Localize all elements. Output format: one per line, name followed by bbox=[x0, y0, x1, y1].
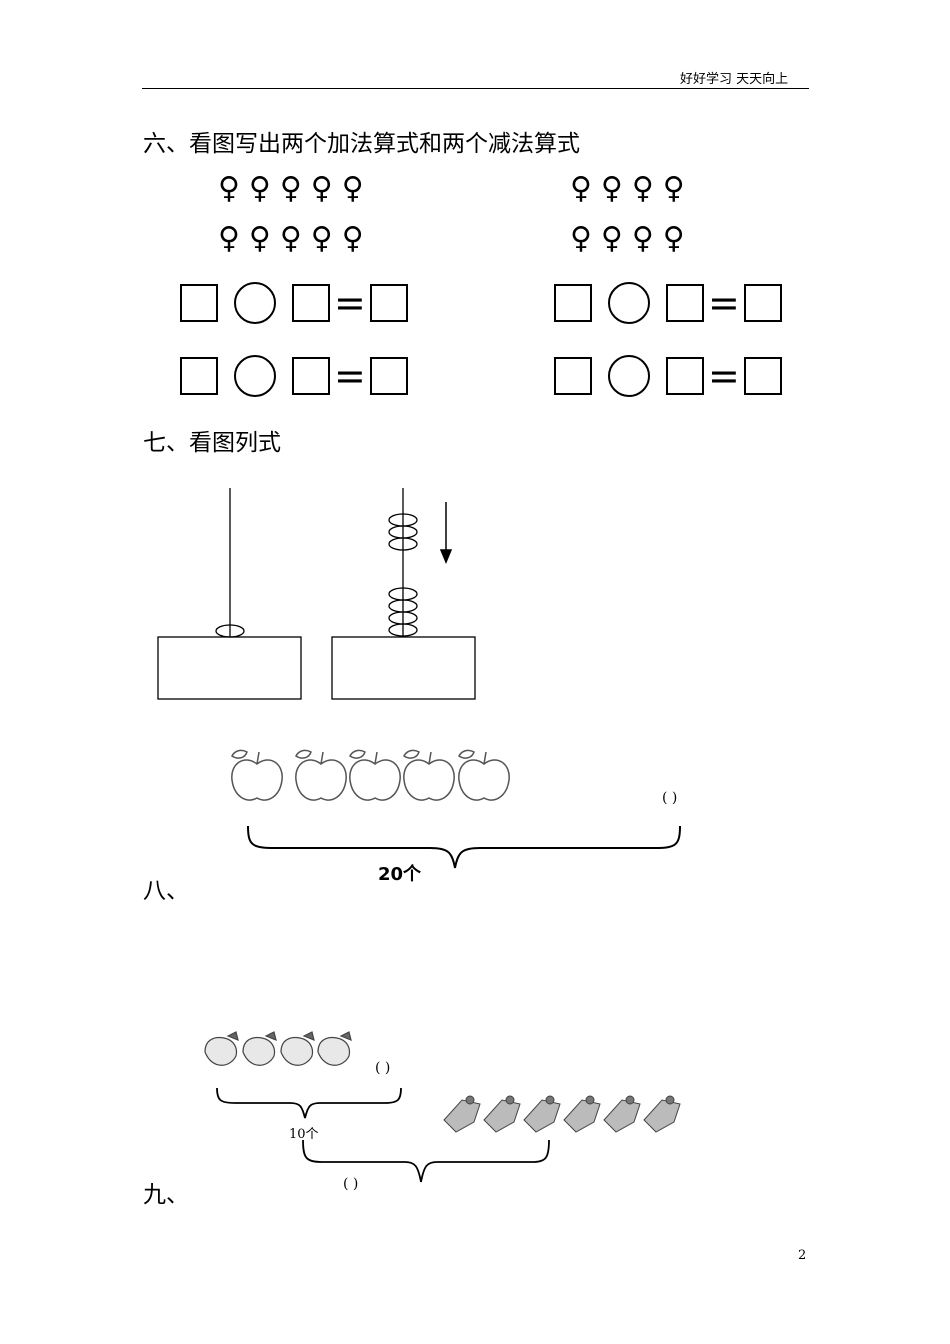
right-symbols-row-2: ♀♀♀♀ bbox=[570, 221, 694, 256]
equation-row-right-1: = bbox=[554, 281, 782, 325]
answer-box[interactable] bbox=[666, 357, 704, 395]
brace-total bbox=[302, 1139, 550, 1183]
grape-icon bbox=[523, 1095, 561, 1133]
abacus-right bbox=[331, 488, 476, 700]
answer-box[interactable] bbox=[666, 284, 704, 322]
grape-icon bbox=[483, 1095, 521, 1133]
brace-strawberries bbox=[216, 1087, 402, 1119]
apple-icon bbox=[403, 749, 455, 801]
apple-icon bbox=[349, 749, 401, 801]
section-seven-title: 七、看图列式 bbox=[143, 430, 281, 456]
left-symbols-row-1: ♀♀♀♀♀ bbox=[218, 171, 373, 206]
apple-icon bbox=[295, 749, 347, 801]
operator-circle[interactable] bbox=[608, 282, 650, 324]
apple-icons bbox=[231, 749, 510, 801]
strawberry-icon bbox=[242, 1031, 277, 1066]
page-header-text: 好好学习 天天向上 bbox=[680, 72, 789, 87]
answer-blank[interactable]: ( ) bbox=[375, 1060, 391, 1076]
equals-sign: = bbox=[708, 281, 740, 325]
apple-icon bbox=[458, 749, 510, 801]
left-symbols-row-2: ♀♀♀♀♀ bbox=[218, 221, 373, 256]
equals-sign: = bbox=[334, 354, 366, 398]
answer-box[interactable] bbox=[180, 284, 218, 322]
grape-icon bbox=[563, 1095, 601, 1133]
answer-box[interactable] bbox=[554, 284, 592, 322]
apple-icon bbox=[231, 749, 283, 801]
down-arrow-icon bbox=[439, 502, 453, 564]
section-nine-title: 九、 bbox=[143, 1182, 189, 1208]
right-symbols-row-1: ♀♀♀♀ bbox=[570, 171, 694, 206]
grape-icon bbox=[643, 1095, 681, 1133]
answer-blank[interactable]: ( ) bbox=[343, 1176, 359, 1192]
answer-box[interactable] bbox=[292, 284, 330, 322]
answer-box[interactable] bbox=[292, 357, 330, 395]
answer-blank[interactable]: ( ) bbox=[662, 790, 678, 806]
answer-box[interactable] bbox=[554, 357, 592, 395]
operator-circle[interactable] bbox=[234, 282, 276, 324]
grape-icon bbox=[603, 1095, 641, 1133]
strawberry-icon bbox=[317, 1031, 352, 1066]
strawberry-icon bbox=[204, 1031, 239, 1066]
operator-circle[interactable] bbox=[608, 355, 650, 397]
operator-circle[interactable] bbox=[234, 355, 276, 397]
answer-box[interactable] bbox=[180, 357, 218, 395]
grape-icon bbox=[443, 1095, 481, 1133]
answer-box[interactable] bbox=[743, 357, 782, 395]
equation-row-left-1: = bbox=[180, 281, 408, 325]
section-eight-title: 八、 bbox=[143, 878, 189, 904]
strawberry-icons bbox=[204, 1031, 352, 1066]
answer-box[interactable] bbox=[369, 284, 408, 322]
brace-twenty bbox=[247, 825, 681, 869]
total-label: 20个 bbox=[378, 864, 422, 885]
equation-row-left-2: = bbox=[180, 354, 408, 398]
abacus-left bbox=[157, 488, 302, 700]
answer-box[interactable] bbox=[743, 284, 782, 322]
strawberry-count-label: 10个 bbox=[289, 1127, 319, 1142]
grape-icons bbox=[443, 1095, 681, 1133]
equation-row-right-2: = bbox=[554, 354, 782, 398]
answer-box[interactable] bbox=[369, 357, 408, 395]
equals-sign: = bbox=[708, 354, 740, 398]
section-six-title: 六、看图写出两个加法算式和两个减法算式 bbox=[143, 131, 580, 157]
page-number: 2 bbox=[798, 1248, 807, 1263]
header-rule bbox=[142, 88, 809, 89]
equals-sign: = bbox=[334, 281, 366, 325]
strawberry-icon bbox=[280, 1031, 315, 1066]
